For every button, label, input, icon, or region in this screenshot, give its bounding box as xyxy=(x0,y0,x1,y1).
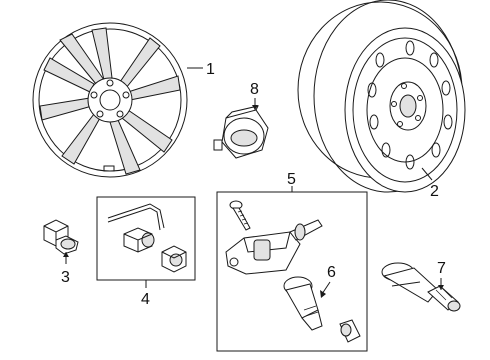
rubber-valve-stem-icon xyxy=(381,262,461,312)
callout-2: 2 xyxy=(421,167,439,200)
callout-5-label: 5 xyxy=(287,171,296,188)
steel-spare-wheel-icon xyxy=(297,0,466,193)
callout-2-label: 2 xyxy=(430,183,439,200)
tpms-kit-box xyxy=(216,186,368,352)
callout-7: 7 xyxy=(437,260,446,290)
callout-4-label: 4 xyxy=(141,291,150,308)
callout-4: 4 xyxy=(141,280,150,308)
callout-8-label: 8 xyxy=(250,81,259,98)
callout-1: 1 xyxy=(187,61,215,78)
alloy-wheel-icon xyxy=(32,22,188,178)
callout-3: 3 xyxy=(61,252,70,286)
center-cap-icon xyxy=(213,105,269,159)
lug-nut-icon xyxy=(43,219,79,255)
callout-7-label: 7 xyxy=(437,260,446,277)
wheel-lock-kit-icon xyxy=(107,203,187,273)
tpms-sensor-kit-icon xyxy=(225,200,323,275)
callout-6: 6 xyxy=(320,264,336,298)
callout-6-label: 6 xyxy=(327,264,336,281)
callout-8: 8 xyxy=(250,81,259,110)
callout-5: 5 xyxy=(287,171,296,188)
callout-1-label: 1 xyxy=(206,61,215,78)
callout-3-label: 3 xyxy=(61,269,70,286)
valve-stem-icon xyxy=(283,276,361,343)
